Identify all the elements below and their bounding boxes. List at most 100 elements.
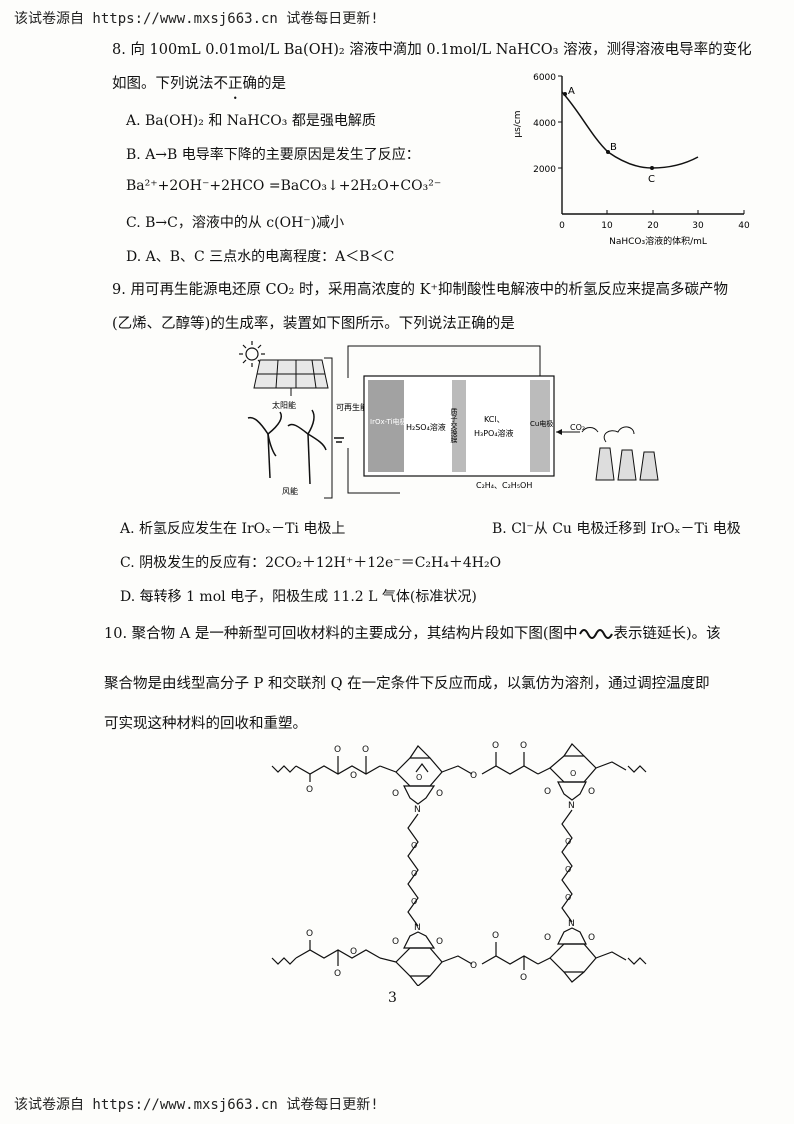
proton-membrane — [452, 380, 466, 472]
bicyclic-ring — [395, 947, 443, 977]
q10-stem-line3: 可实现这种材料的回收和重塑。 — [104, 716, 307, 732]
kcl-label: KCl、 — [484, 415, 505, 424]
q9-option-b: B. Cl⁻从 Cu 电极迁移到 IrOₓ－Ti 电极 — [492, 521, 741, 537]
x-axis-label: NaHCO₃溶液的体积/mL — [609, 235, 707, 247]
irox-electrode — [368, 380, 404, 472]
svg-text:O: O — [492, 931, 499, 941]
label-a: A — [568, 86, 575, 97]
source-header: 该试卷源自 https://www.mxsj663.cn 试卷每日更新! — [14, 11, 379, 27]
svg-text:O: O — [520, 973, 527, 983]
q9-stem-line2: (乙烯、乙醇等)的生成率，装置如下图所示。下列说法正确的是 — [112, 316, 515, 332]
conductivity-curve — [561, 91, 699, 169]
svg-text:O: O — [588, 933, 595, 943]
peg-linker — [561, 809, 573, 923]
q10-stem-line2: 聚合物是由线型高分子 P 和交联剂 Q 在一定条件下反应而成，以氯仿为溶剂，通过… — [104, 676, 710, 692]
q9-stem-line1: 9. 用可再生能源电还原 CO₂ 时，采用高浓度的 K⁺抑制酸性电解液中的析氢反… — [112, 282, 729, 298]
factory-icon — [581, 426, 659, 481]
co2-label: CO₂ — [570, 423, 585, 432]
svg-text:O: O — [588, 787, 595, 797]
cu-label: Cu电极 — [530, 419, 553, 428]
solar-label: 太阳能 — [272, 400, 296, 410]
svg-text:O: O — [565, 837, 571, 846]
q10-stem-part: 表示链延长)。该 — [613, 626, 721, 642]
wind-turbine-icon — [247, 409, 327, 485]
wavy-end-icon — [627, 957, 647, 965]
y-tick-2000: 2000 — [533, 165, 556, 175]
svg-text:O: O — [392, 937, 399, 947]
cu-electrode — [530, 380, 550, 472]
svg-text:O: O — [334, 745, 341, 755]
svg-text:O: O — [436, 937, 443, 947]
svg-text:O: O — [362, 745, 369, 755]
q9-option-a: A. 析氢反应发生在 IrOₓ－Ti 电极上 — [120, 521, 346, 537]
y-tick-6000: 6000 — [533, 73, 556, 83]
svg-text:O: O — [334, 969, 341, 979]
svg-text:N: N — [568, 801, 575, 811]
y-axis-label: μs/cm — [513, 110, 523, 137]
y-tick-4000: 4000 — [533, 119, 556, 129]
svg-text:O: O — [520, 741, 527, 751]
svg-text:O: O — [411, 897, 417, 906]
svg-text:O: O — [565, 893, 571, 902]
point-b — [606, 150, 610, 154]
svg-text:O: O — [350, 947, 357, 957]
svg-text:O: O — [570, 769, 576, 778]
wind-label: 风能 — [282, 486, 298, 496]
label-b: B — [610, 142, 617, 153]
polymer-structure: O O O O O O O O O O O N O O N O O O — [271, 741, 647, 986]
products-label: C₂H₄、C₂H₅OH — [476, 481, 532, 490]
svg-text:O: O — [436, 789, 443, 799]
svg-text:N: N — [414, 805, 421, 815]
membrane-label: 质子交换膜 — [450, 407, 458, 444]
x-tick-30: 30 — [692, 221, 704, 231]
h3po4-label: H₃PO₄溶液 — [474, 428, 514, 438]
solar-panel-icon — [253, 359, 329, 396]
svg-text:O: O — [565, 865, 571, 874]
source-label: 可再生能源 — [336, 402, 376, 412]
label-c: C — [648, 174, 655, 185]
svg-text:N: N — [414, 923, 421, 933]
x-tick-40: 40 — [738, 221, 750, 231]
irox-label: IrOx-Ti电极 — [370, 417, 406, 426]
svg-text:N: N — [568, 919, 575, 929]
chain-extension-icon — [578, 629, 613, 639]
q8-option-b-equation: Ba²⁺+2OH⁻+2HCO =BaCO₃↓+2H₂O+CO₃²⁻ — [126, 178, 442, 194]
svg-text:O: O — [350, 771, 357, 781]
q8-stem-part: 的是 — [257, 76, 286, 92]
point-a — [563, 92, 567, 96]
q8-stem-line2: 如图。下列说法不正确的是 — [112, 72, 286, 93]
svg-text:O: O — [470, 961, 477, 971]
q8-option-b-line1: B. A→B 电导率下降的主要原因是发生了反应： — [126, 147, 420, 163]
q9-option-c: C. 阴极发生的反应有：2CO₂＋12H⁺＋12e⁻＝C₂H₄＋4H₂O — [120, 555, 502, 571]
source-footer: 该试卷源自 https://www.mxsj663.cn 试卷每日更新! — [14, 1097, 379, 1113]
q10-stem-part: 10. 聚合物 A 是一种新型可回收材料的主要成分，其结构片段如下图(图中 — [104, 626, 578, 642]
peg-linker — [407, 813, 419, 927]
svg-text:O: O — [544, 933, 551, 943]
svg-text:O: O — [306, 785, 313, 795]
q8-option-a: A. Ba(OH)₂ 和 NaHCO₃ 都是强电解质 — [126, 113, 376, 129]
wavy-end-icon — [271, 957, 297, 965]
wavy-end-icon — [271, 765, 297, 773]
svg-text:O: O — [306, 929, 313, 939]
x-tick-20: 20 — [647, 221, 659, 231]
q8-emphasis: 不正确 — [214, 76, 258, 92]
svg-text:O: O — [492, 741, 499, 751]
q8-option-c: C. B→C，溶液中的从 c(OH⁻)减小 — [126, 215, 345, 231]
x-tick-10: 10 — [601, 221, 613, 231]
q8-stem-line1: 8. 向 100mL 0.01mol/L Ba(OH)₂ 溶液中滴加 0.1mo… — [112, 42, 752, 58]
q10-stem-line1: 10. 聚合物 A 是一种新型可回收材料的主要成分，其结构片段如下图(图中 表示链… — [104, 622, 721, 643]
svg-text:O: O — [416, 773, 422, 782]
q8-stem-part: 如图。下列说法 — [112, 76, 214, 92]
point-c — [650, 166, 654, 170]
electrolysis-diagram: 太阳能 风能 可再生能源 IrOx-Ti电极 H₂SO₄溶液 质子交换膜 KCl… — [239, 341, 659, 499]
svg-text:O: O — [411, 869, 417, 878]
h2so4-label: H₂SO₄溶液 — [406, 422, 446, 432]
x-tick-0: 0 — [559, 221, 565, 231]
q8-option-d: D. A、B、C 三点水的电离程度：A＜B＜C — [126, 249, 395, 265]
conductivity-chart: 6000 4000 2000 0 10 20 30 40 μs/cm NaHCO… — [513, 73, 750, 247]
svg-text:O: O — [392, 789, 399, 799]
page-number: 3 — [388, 990, 397, 1006]
svg-text:O: O — [470, 771, 477, 781]
wavy-end-icon — [627, 765, 647, 773]
svg-text:O: O — [411, 841, 417, 850]
